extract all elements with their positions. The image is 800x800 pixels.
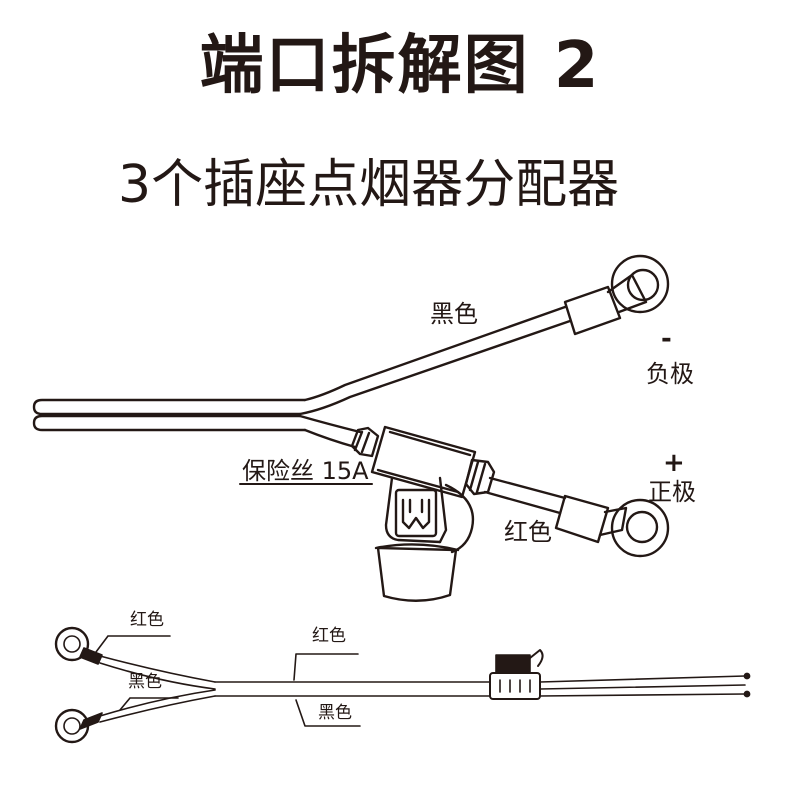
blade-fuse: [394, 488, 438, 538]
positive-sign: +: [663, 448, 685, 478]
black-ring-terminal: [606, 254, 670, 314]
bottom-red-ring-label: 红色: [130, 610, 164, 630]
fuse-holder-right-cap: [464, 458, 496, 496]
fuse-holder: [350, 425, 496, 499]
blade-fuse-cap: [374, 476, 475, 602]
fuse-holder-left-cap: [350, 426, 380, 458]
red-wire-label: 红色: [504, 518, 552, 546]
top-wiring-assembly: [32, 254, 670, 602]
page-subtitle: 3个插座点烟器分配器: [118, 155, 620, 215]
bottom-ring-terminal-red: [54, 626, 103, 665]
bottom-black-ring-label: 黑色: [128, 672, 162, 692]
negative-pole-label: 负极: [646, 360, 694, 388]
fuse-label: 保险丝 15A: [242, 457, 369, 485]
red-main-leader: [293, 653, 359, 681]
red-wire-sleeve: [554, 494, 610, 544]
bottom-ring-terminal-black: [54, 708, 103, 744]
fuse-holder-body: [370, 425, 477, 499]
bottom-red-main-label: 红色: [312, 626, 346, 646]
bottom-fuse-holder: [489, 649, 544, 700]
red-wire: [298, 414, 567, 515]
black-wire: [298, 305, 572, 416]
black-main-leader: [295, 699, 361, 727]
positive-pole-label: 正极: [648, 478, 696, 506]
black-wire-label: 黑色: [430, 300, 478, 328]
bottom-black-main-label: 黑色: [318, 703, 352, 723]
negative-sign: -: [661, 324, 672, 354]
top-cable-ends: [32, 398, 307, 432]
red-ring-leader: [95, 635, 171, 653]
bottom-wiring-assembly: [54, 626, 751, 744]
fuse-tether: [444, 483, 475, 554]
page-title: 端口拆解图 2: [199, 29, 601, 103]
black-wire-sleeve: [563, 285, 622, 336]
black-ring-leader: [119, 697, 179, 711]
red-ring-terminal: [598, 498, 670, 558]
fuse-cup: [376, 546, 458, 602]
